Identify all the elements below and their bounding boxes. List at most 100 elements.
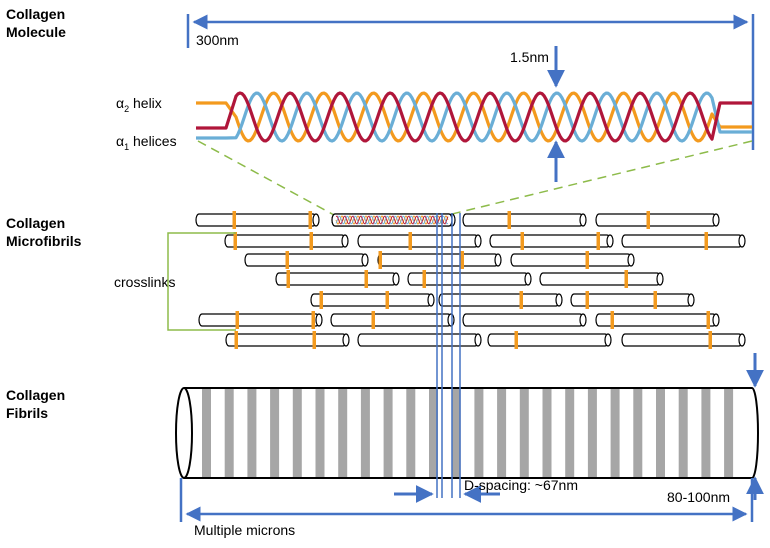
section-label-microfibrils-line2: Microfibrils [6,233,82,249]
alpha1-symbol: α [116,133,124,149]
crosslink-mark [234,331,238,349]
crosslink-mark [233,232,237,250]
microfibril-end [656,272,664,286]
microfibril-end [341,234,349,248]
microfibril-6-0 [225,331,350,349]
zoom-guide-left [197,140,335,216]
crosslink-mark [460,251,464,269]
d-band-2 [247,388,257,478]
crosslink-mark [364,270,368,288]
alpha2-strand [196,91,752,143]
microfibril-end [712,213,720,227]
crosslink-mark [235,311,239,329]
crosslink-mark [610,311,614,329]
d-band-10 [429,388,438,478]
d-band-6 [338,388,348,478]
alpha2-symbol: α [116,95,124,111]
microfibril-body [462,313,584,327]
crosslink-mark [385,291,389,309]
d-band-11 [451,388,461,478]
microfibril-body [198,313,320,327]
section-label-fibrils-line2: Fibrils [6,405,48,421]
d-band-4 [292,388,302,478]
microfibril-end [447,313,455,327]
microfibril-4-1 [438,291,563,309]
microfibril-2-1 [377,251,502,269]
microfibril-end [315,313,323,327]
microfibril-body [275,272,397,286]
section-label-microfibrils: Collagen Microfibrils [6,215,82,249]
d-band-14 [519,388,529,478]
d-band-22 [701,388,711,478]
d-band-18 [610,388,620,478]
section-label-molecule-line1: Collagen [6,6,65,22]
microfibril-1-1 [357,232,482,250]
triple-helix [196,91,752,143]
d-band-12 [474,388,484,478]
crosslink-mark [519,291,523,309]
alpha1-helices-label: α1 helices [116,133,177,152]
microfibril-end [474,333,482,347]
crosslink-mark [308,211,312,229]
crosslink-mark [378,251,382,269]
width-1-5nm-dimension: 1.5nm [510,46,565,182]
crosslinks-label: crosslinks [114,274,175,290]
microfibril-body [510,253,632,267]
d-band-9 [406,388,416,478]
fibril-diameter-dimension: 80-100nm [667,353,764,505]
d-band-0 [202,388,211,478]
microfibril-end [579,313,587,327]
microfibril-end [494,253,502,267]
microfibril-6-2 [487,331,612,349]
d-band-17 [587,388,597,478]
fibril-length-label: Multiple microns [194,522,295,538]
alpha2-text: helix [129,95,162,111]
zoom-guides [197,140,753,216]
crosslink-mark [286,270,290,288]
section-label-molecule-line2: Molecule [6,24,66,40]
microfibril-end [738,333,746,347]
crosslink-mark [422,270,426,288]
d-band-5 [315,388,325,478]
microfibril-end [361,253,369,267]
microfibril-3-0 [275,270,400,288]
d-band-23 [724,388,734,478]
zoom-guide-right [447,140,753,216]
d-band-8 [383,388,393,478]
microfibril-2-0 [244,251,369,269]
width-1-5nm-label: 1.5nm [510,49,549,65]
microfibril-body [310,293,432,307]
microfibril-end [738,234,746,248]
crosslink-mark [311,311,315,329]
microfibril-body [539,272,661,286]
crosslink-mark [708,331,712,349]
microfibril-1-3 [621,232,746,250]
microfibril-end [474,234,482,248]
crosslink-mark [706,311,710,329]
crosslink-mark [520,232,524,250]
microfibril-array [195,211,746,349]
alpha2-subscript: 2 [124,104,129,114]
microfibril-6-1 [357,333,482,347]
length-300nm-dimension: 300nm [186,14,755,150]
d-spacing-label: D-spacing: ~67nm [464,477,578,493]
microfibril-5-2 [462,313,587,327]
microfibril-body [621,234,743,248]
microfibril-0-0 [195,211,320,229]
d-band-20 [656,388,665,478]
microfibril-1-2 [489,232,614,250]
microfibril-0-2 [462,211,587,229]
crosslink-mark [596,232,600,250]
microfibril-end [524,272,532,286]
d-spacing-guides: D-spacing: ~67nm [394,213,578,503]
section-label-molecule: Collagen Molecule [6,6,66,40]
microfibril-body [489,234,611,248]
microfibril-5-1 [330,311,455,329]
d-band-15 [542,388,552,478]
microfibril-4-2 [570,291,695,309]
microfibril-3-1 [407,270,532,288]
microfibril-body [244,253,366,267]
alpha1-strand-red [196,91,752,143]
highlighted-molecule [331,213,453,227]
